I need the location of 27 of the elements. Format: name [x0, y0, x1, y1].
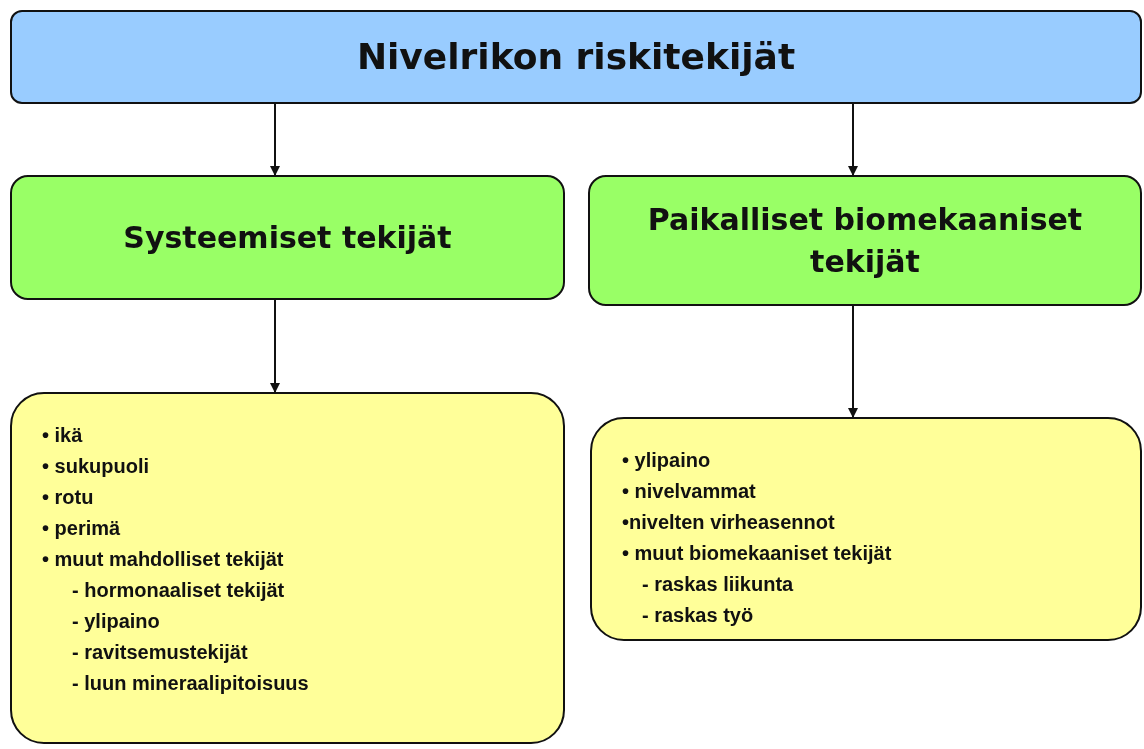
list-item: • rotu	[42, 485, 94, 510]
list-item: • ikä	[42, 423, 83, 448]
list-item: • sukupuoli	[42, 454, 149, 479]
list-item: - ylipaino	[72, 609, 160, 634]
arrow	[848, 305, 858, 418]
list-item: - raskas työ	[642, 603, 754, 628]
list-item: • perimä	[42, 516, 121, 541]
category-box	[588, 175, 1142, 306]
list-item: • muut mahdolliset tekijät	[42, 547, 284, 572]
list-item: •nivelten virheasennot	[622, 510, 835, 535]
list-item: - luun mineraalipitoisuus	[72, 671, 309, 696]
list-item: • muut biomekaaniset tekijät	[622, 541, 892, 566]
list-item: - raskas liikunta	[642, 572, 794, 597]
arrow	[270, 299, 280, 393]
heading: Paikalliset biomekaaniset tekijät	[646, 200, 1084, 281]
category-box	[10, 175, 565, 300]
heading: Systeemiset tekijät	[123, 218, 452, 257]
list-item: - hormonaaliset tekijät	[72, 578, 285, 603]
list-item: • ylipaino	[622, 448, 711, 473]
arrow	[848, 103, 858, 176]
list-box	[10, 392, 565, 744]
list-item: - ravitsemustekijät	[72, 640, 248, 665]
list-item: • nivelvammat	[622, 479, 756, 504]
list-box	[590, 417, 1142, 641]
heading: Nivelrikon riskitekijät	[356, 34, 796, 79]
title-box	[10, 10, 1142, 104]
arrow	[270, 103, 280, 176]
